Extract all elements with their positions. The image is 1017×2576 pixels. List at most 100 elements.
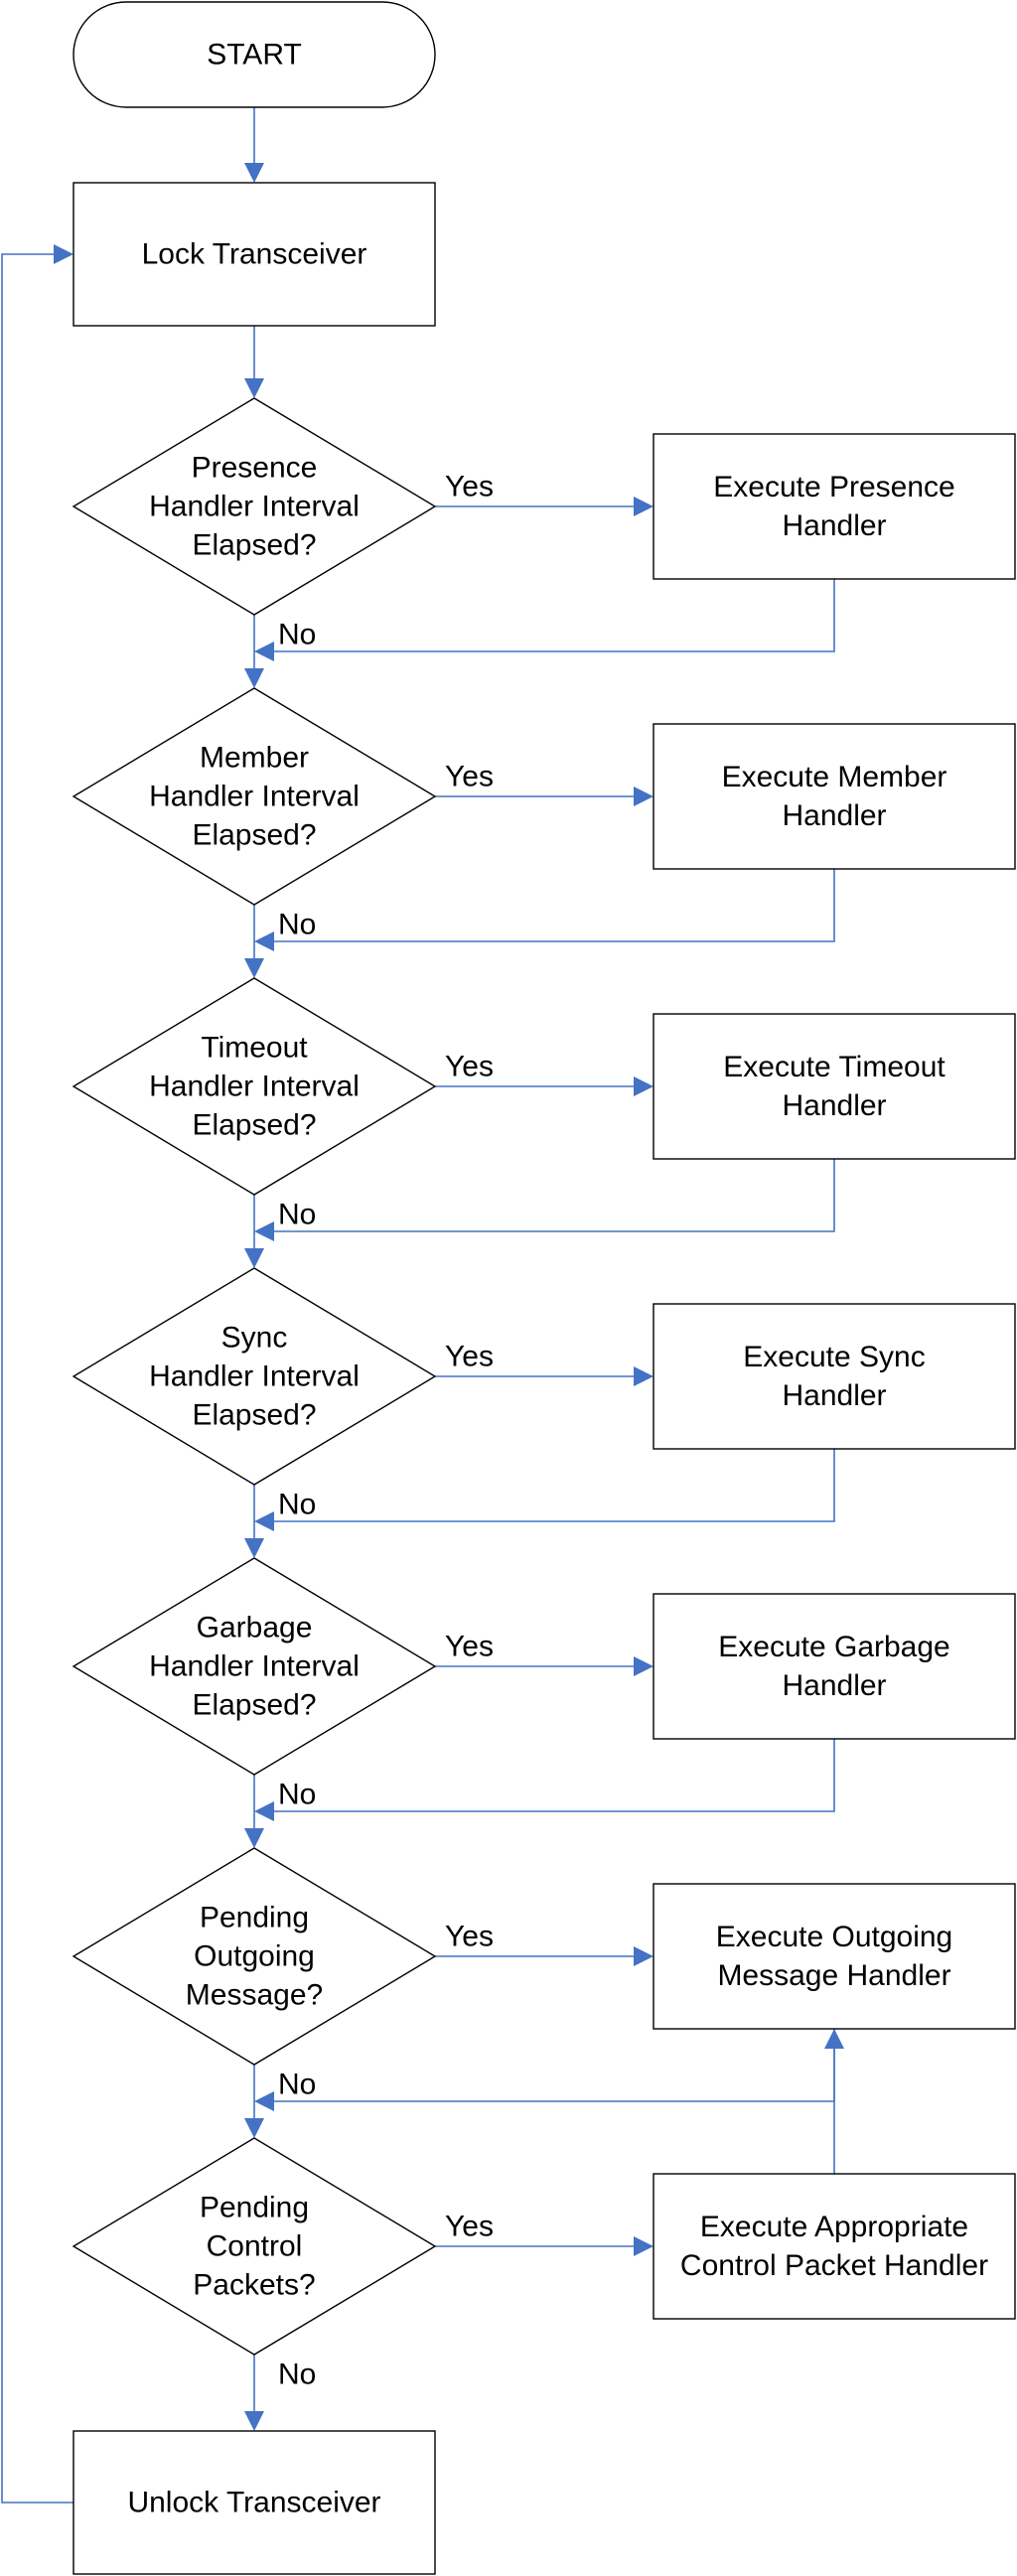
- decision-2-text-line-1: Handler Interval: [149, 781, 360, 813]
- loop-back-arrow: [54, 244, 73, 264]
- decision-2-text-line-2: Elapsed?: [192, 819, 316, 852]
- decision-2-text-line-0: Member: [200, 742, 309, 775]
- decision-1-text-line-0: Presence: [192, 452, 318, 485]
- action-box-4: [653, 1303, 1016, 1450]
- yes-label-1: Yes: [445, 471, 494, 503]
- action-box-7: [653, 2173, 1016, 2320]
- decision-diamond-4: [72, 1267, 437, 1486]
- yes-arrow-2: [634, 787, 654, 806]
- start-label: START: [207, 39, 302, 72]
- decision-5-text-line-0: Garbage: [197, 1612, 313, 1645]
- action-7-text-line-0: Execute Appropriate: [700, 2211, 968, 2243]
- decision-7-text-line-2: Packets?: [193, 2269, 315, 2302]
- yes-arrow-5: [634, 1656, 654, 1676]
- no-label-3: No: [278, 1199, 316, 1231]
- decision-diamond-2: [72, 687, 437, 906]
- yes-label-3: Yes: [445, 1051, 494, 1083]
- action-4-text-line-1: Handler: [782, 1379, 886, 1412]
- no-arrow-6: [244, 2118, 264, 2138]
- connectors: [1, 107, 844, 2504]
- return-connector-2: [274, 869, 835, 942]
- decision-7-text-line-1: Control: [207, 2230, 303, 2263]
- action-box-6: [653, 1883, 1016, 2030]
- action-5-text-line-1: Handler: [782, 1669, 886, 1702]
- no-arrow-3: [244, 1248, 264, 1268]
- decision-3-text-line-2: Elapsed?: [192, 1109, 316, 1142]
- action-4-text-line-0: Execute Sync: [743, 1341, 925, 1373]
- start-to-lock-arrow: [244, 163, 264, 183]
- yes-arrow-1: [634, 497, 654, 516]
- return-connector-3: [274, 1159, 835, 1232]
- action-7-text-line-1: Control Packet Handler: [680, 2249, 988, 2282]
- action-box-3: [653, 1013, 1016, 1160]
- decision-4-text-line-0: Sync: [221, 1322, 288, 1355]
- action-box-2: [653, 723, 1016, 870]
- unlock-transceiver-label: Unlock Transceiver: [127, 2487, 380, 2519]
- action-1-text-line-0: Execute Presence: [713, 471, 954, 503]
- return-connector-4: [274, 1449, 835, 1522]
- action-6-text-line-0: Execute Outgoing: [716, 1921, 953, 1953]
- decision-3-text-line-1: Handler Interval: [149, 1071, 360, 1103]
- action-box-1: [653, 433, 1016, 580]
- yes-arrow-3: [634, 1076, 654, 1096]
- action-3-text-line-0: Execute Timeout: [723, 1051, 945, 1083]
- no-arrow-last: [244, 2411, 264, 2431]
- yes-label-7: Yes: [445, 2211, 494, 2243]
- lock-transceiver-box: [73, 182, 436, 327]
- decision-3-text-line-0: Timeout: [201, 1032, 308, 1065]
- loop-back-connector: [1, 253, 73, 2504]
- yes-label-2: Yes: [445, 761, 494, 793]
- decision-6-text-line-1: Outgoing: [194, 1940, 315, 1973]
- lock-to-decision-arrow: [244, 378, 264, 398]
- no-label-7: No: [278, 2359, 316, 2391]
- return-connector-1: [274, 579, 835, 652]
- decision-5-text-line-2: Elapsed?: [192, 1689, 316, 1722]
- yes-label-4: Yes: [445, 1341, 494, 1373]
- return-connector-5: [274, 1739, 835, 1812]
- decision-1-text-line-1: Handler Interval: [149, 491, 360, 523]
- action-5-text-line-0: Execute Garbage: [718, 1631, 949, 1663]
- action-1-text-line-1: Handler: [782, 509, 886, 542]
- return-arrow-4: [254, 1511, 274, 1531]
- yes-arrow-7: [634, 2236, 654, 2256]
- decision-diamond-1: [72, 397, 437, 616]
- decision-4-text-line-2: Elapsed?: [192, 1399, 316, 1432]
- action-6-text-line-1: Message Handler: [717, 1959, 950, 1992]
- action-2-text-line-0: Execute Member: [722, 761, 947, 793]
- no-arrow-4: [244, 1538, 264, 1558]
- decision-7-text-line-0: Pending: [200, 2192, 309, 2224]
- yes-label-5: Yes: [445, 1631, 494, 1663]
- decision-6-text-line-2: Message?: [186, 1979, 323, 2012]
- return-arrow-6: [254, 2091, 274, 2111]
- control-to-outgoing-arrow: [824, 2029, 844, 2049]
- no-label-5: No: [278, 1779, 316, 1811]
- no-arrow-5: [244, 1828, 264, 1848]
- return-arrow-3: [254, 1221, 274, 1241]
- yes-arrow-4: [634, 1366, 654, 1386]
- decision-diamond-5: [72, 1557, 437, 1776]
- action-3-text-line-1: Handler: [782, 1089, 886, 1122]
- start-terminator: [73, 1, 436, 108]
- no-label-2: No: [278, 909, 316, 941]
- decision-diamond-7: [72, 2137, 437, 2356]
- yes-arrow-6: [634, 1946, 654, 1966]
- action-box-5: [653, 1593, 1016, 1740]
- return-arrow-5: [254, 1801, 274, 1821]
- lock-transceiver-label: Lock Transceiver: [142, 238, 367, 271]
- decision-4-text-line-1: Handler Interval: [149, 1360, 360, 1393]
- no-arrow-2: [244, 958, 264, 978]
- unlock-transceiver-box: [73, 2430, 436, 2575]
- no-label-6: No: [278, 2069, 316, 2101]
- return-arrow-1: [254, 642, 274, 661]
- decision-5-text-line-1: Handler Interval: [149, 1650, 360, 1683]
- action-2-text-line-1: Handler: [782, 799, 886, 832]
- decision-diamond-6: [72, 1847, 437, 2066]
- return-arrow-2: [254, 931, 274, 951]
- decision-diamond-3: [72, 977, 437, 1196]
- decision-6-text-line-0: Pending: [200, 1902, 309, 1934]
- no-arrow-1: [244, 668, 264, 688]
- decision-1-text-line-2: Elapsed?: [192, 529, 316, 562]
- no-label-1: No: [278, 619, 316, 651]
